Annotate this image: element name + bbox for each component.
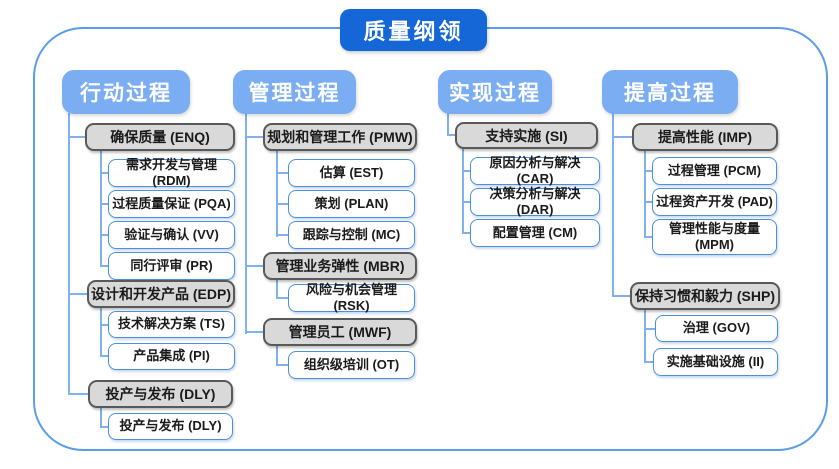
connector-line bbox=[245, 113, 247, 334]
node-pmw: 规划和管理工作 (PMW) bbox=[263, 123, 417, 151]
node-rsk: 风险与机会管理 (RSK) bbox=[288, 282, 415, 313]
connector-line bbox=[245, 136, 263, 138]
connector-line bbox=[644, 201, 652, 203]
node-ot: 组织级培训 (OT) bbox=[288, 351, 415, 379]
connector-line bbox=[276, 346, 278, 366]
node-dly-child: 投产与发布 (DLY) bbox=[108, 413, 233, 440]
node-dly: 投产与发布 (DLY) bbox=[88, 380, 233, 408]
connector-line bbox=[644, 361, 653, 363]
connector-line bbox=[276, 364, 288, 366]
connector-line bbox=[462, 149, 464, 234]
node-pad: 过程资产开发 (PAD) bbox=[652, 188, 777, 216]
connector-line bbox=[276, 297, 288, 299]
connector-line bbox=[644, 310, 646, 363]
node-ii: 实施基础设施 (II) bbox=[653, 348, 778, 376]
header-improvement-process: 提高过程 bbox=[602, 70, 738, 114]
node-cm: 配置管理 (CM) bbox=[470, 219, 600, 247]
node-enq: 确保质量 (ENQ) bbox=[85, 123, 235, 151]
connector-line bbox=[100, 308, 102, 357]
connector-line bbox=[100, 426, 108, 428]
connector-line bbox=[245, 331, 263, 333]
node-vv: 验证与确认 (VV) bbox=[108, 221, 235, 249]
connector-line bbox=[276, 151, 278, 237]
node-mpm: 管理性能与度量 (MPM) bbox=[652, 219, 777, 255]
connector-line bbox=[644, 328, 655, 330]
header-implementation-process: 实现过程 bbox=[438, 70, 552, 114]
connector-line bbox=[644, 151, 646, 237]
node-rdm: 需求开发与管理 (RDM) bbox=[108, 157, 235, 188]
connector-line bbox=[612, 136, 632, 138]
node-mc: 跟踪与控制 (MC) bbox=[288, 221, 415, 249]
connector-line bbox=[276, 172, 288, 174]
node-edp: 设计和开发产品 (EDP) bbox=[87, 280, 235, 308]
connector-line bbox=[100, 407, 102, 428]
connector-line bbox=[100, 265, 108, 267]
node-gov: 治理 (GOV) bbox=[655, 315, 778, 342]
diagram-title: 质量纲领 bbox=[340, 9, 487, 51]
connector-line bbox=[68, 293, 87, 295]
node-pi: 产品集成 (PI) bbox=[108, 343, 235, 370]
header-management-process: 管理过程 bbox=[233, 70, 356, 114]
node-ts: 技术解决方案 (TS) bbox=[108, 311, 235, 338]
connector-line bbox=[100, 355, 108, 357]
connector-line bbox=[100, 203, 108, 205]
node-shp: 保持习惯和毅力 (SHP) bbox=[630, 282, 780, 310]
node-est: 估算 (EST) bbox=[288, 159, 415, 187]
connector-line bbox=[100, 151, 102, 267]
connector-line bbox=[276, 234, 288, 236]
node-mwf: 管理员工 (MWF) bbox=[263, 318, 417, 346]
node-plan: 策划 (PLAN) bbox=[288, 190, 415, 218]
connector-line bbox=[276, 280, 278, 299]
connector-line bbox=[68, 136, 85, 138]
connector-line bbox=[644, 170, 652, 172]
connector-line bbox=[462, 170, 470, 172]
connector-line bbox=[462, 201, 470, 203]
node-mbr: 管理业务弹性 (MBR) bbox=[263, 252, 417, 280]
node-dar: 决策分析与解决 (DAR) bbox=[470, 186, 600, 217]
connector-line bbox=[100, 172, 108, 174]
node-car: 原因分析与解决 (CAR) bbox=[470, 155, 600, 186]
connector-line bbox=[276, 203, 288, 205]
node-pqa: 过程质量保证 (PQA) bbox=[108, 190, 235, 218]
connector-line bbox=[447, 113, 449, 136]
connector-line bbox=[447, 134, 455, 136]
node-pcm: 过程管理 (PCM) bbox=[652, 157, 777, 185]
node-imp: 提高性能 (IMP) bbox=[632, 123, 778, 151]
connector-line bbox=[100, 234, 108, 236]
header-action-process: 行动过程 bbox=[62, 70, 190, 114]
connector-line bbox=[245, 265, 263, 267]
connector-line bbox=[68, 393, 88, 395]
connector-line bbox=[68, 113, 70, 394]
node-si: 支持实施 (SI) bbox=[455, 122, 598, 149]
connector-line bbox=[100, 324, 108, 326]
node-pr: 同行评审 (PR) bbox=[108, 252, 235, 280]
connector-line bbox=[612, 113, 614, 297]
connector-line bbox=[612, 295, 630, 297]
connector-line bbox=[462, 232, 470, 234]
connector-line bbox=[644, 236, 652, 238]
